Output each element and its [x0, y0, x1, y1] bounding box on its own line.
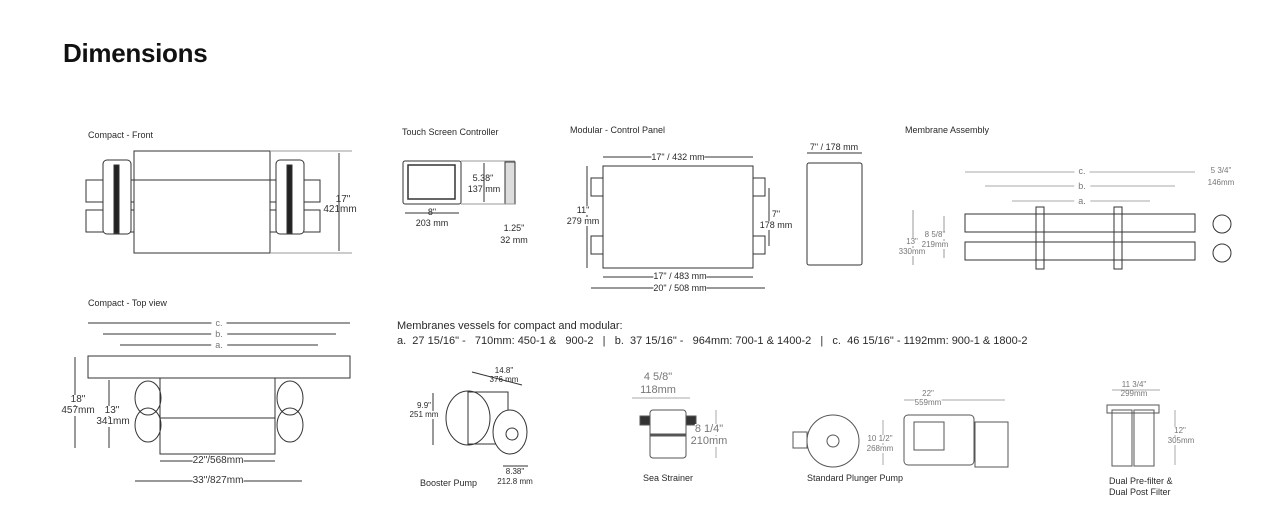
dim-text: 299mm	[1120, 389, 1148, 398]
control-panel-drawing	[586, 152, 863, 289]
dim-text: 203 mm	[415, 218, 449, 228]
dim-text: 11"	[576, 205, 590, 215]
dual-filter-drawing	[1106, 389, 1176, 467]
dim-text: 32 mm	[500, 235, 528, 245]
dim-text: b.	[1074, 182, 1090, 191]
dim-text: 7"	[771, 209, 781, 219]
dim-text: c.	[211, 319, 227, 328]
compact-top-drawing	[74, 322, 351, 482]
vessels-heading: Membranes vessels for compact and modula…	[397, 320, 623, 332]
dim-text: 5.38"	[472, 173, 494, 183]
dim-text: 118mm	[640, 384, 676, 396]
dim-text: 22"/568mm	[192, 455, 244, 466]
compact-front-label: Compact - Front	[88, 130, 154, 140]
touch-screen-drawing	[402, 160, 516, 214]
dim-text: 268mm	[866, 444, 894, 453]
dim-text: 17" / 483 mm	[653, 271, 707, 281]
dim-text: 8 1/4"	[694, 423, 724, 435]
dim-text: 12"	[1174, 426, 1186, 435]
dim-text: 219mm	[921, 240, 949, 249]
dim-text: 8 5/8"	[924, 230, 946, 239]
dim-text: 7" / 178 mm	[809, 142, 859, 152]
sea-strainer-drawing	[632, 397, 717, 459]
dim-text: 212.8 mm	[497, 477, 533, 486]
dim-text: 33"/827mm	[192, 475, 244, 486]
control-panel-label: Modular - Control Panel	[570, 125, 666, 135]
dim-text: 146mm	[1207, 178, 1235, 187]
compact-front-drawing	[85, 150, 352, 254]
dim-text: b.	[211, 330, 227, 339]
filters-label-1: Dual Pre-filter &	[1109, 476, 1173, 486]
dim-text: 13"	[906, 237, 918, 246]
booster-pump-label: Booster Pump	[420, 478, 478, 488]
page-title: Dimensions	[63, 38, 208, 68]
dim-text: 8"	[427, 207, 437, 217]
dim-text: 330mm	[898, 247, 926, 256]
vessels-sizes: a. 27 15/16" - 710mm: 450-1 & 900-2 | b.…	[397, 335, 1028, 347]
dim-text: c.	[1074, 167, 1090, 176]
dim-text: 18"	[70, 394, 86, 405]
dim-text: 14.8"	[494, 366, 514, 375]
dim-text: 559mm	[914, 398, 942, 407]
compact-top-label: Compact - Top view	[88, 298, 167, 308]
membrane-assembly-drawing	[912, 171, 1232, 270]
dim-text: 11 3/4"	[1121, 380, 1147, 389]
touch-screen-label: Touch Screen Controller	[402, 127, 499, 137]
dim-text: 10 1/2"	[867, 434, 893, 443]
dim-text: 20" / 508 mm	[653, 283, 707, 293]
dim-text: 457mm	[61, 405, 95, 416]
dim-text: 17" / 432 mm	[651, 152, 705, 162]
dim-text: 251 mm	[409, 410, 439, 419]
dim-text: a.	[211, 341, 227, 350]
dim-text: 22"	[922, 389, 934, 398]
dim-text: a.	[1074, 197, 1090, 206]
booster-pump-drawing	[432, 371, 528, 467]
dim-text: 8.38"	[505, 467, 525, 476]
dim-text: 1.25"	[503, 223, 525, 233]
plunger-pump-drawing	[792, 399, 1009, 468]
dim-text: 305mm	[1167, 436, 1195, 445]
plunger-pump-label: Standard Plunger Pump	[807, 473, 904, 483]
membrane-assembly-label: Membrane Assembly	[905, 125, 990, 135]
dim-text: 376 mm	[489, 375, 519, 384]
sea-strainer-label: Sea Strainer	[643, 473, 694, 483]
filters-label-2: Dual Post Filter	[1109, 487, 1171, 497]
dim-text: 279 mm	[566, 216, 600, 226]
dim-text: 4 5/8"	[643, 371, 673, 383]
dim-text: 9.9"	[417, 401, 431, 410]
dim-text: 137 mm	[467, 184, 501, 194]
dim-text: 5 3/4"	[1210, 166, 1232, 175]
dim-text: 210mm	[690, 435, 728, 447]
dim-text: 341mm	[96, 416, 130, 427]
dim-text: 13"	[104, 405, 120, 416]
dim-text: 178 mm	[759, 220, 793, 230]
dim-text: 17"	[335, 194, 351, 205]
dim-text: 421mm	[323, 204, 357, 215]
